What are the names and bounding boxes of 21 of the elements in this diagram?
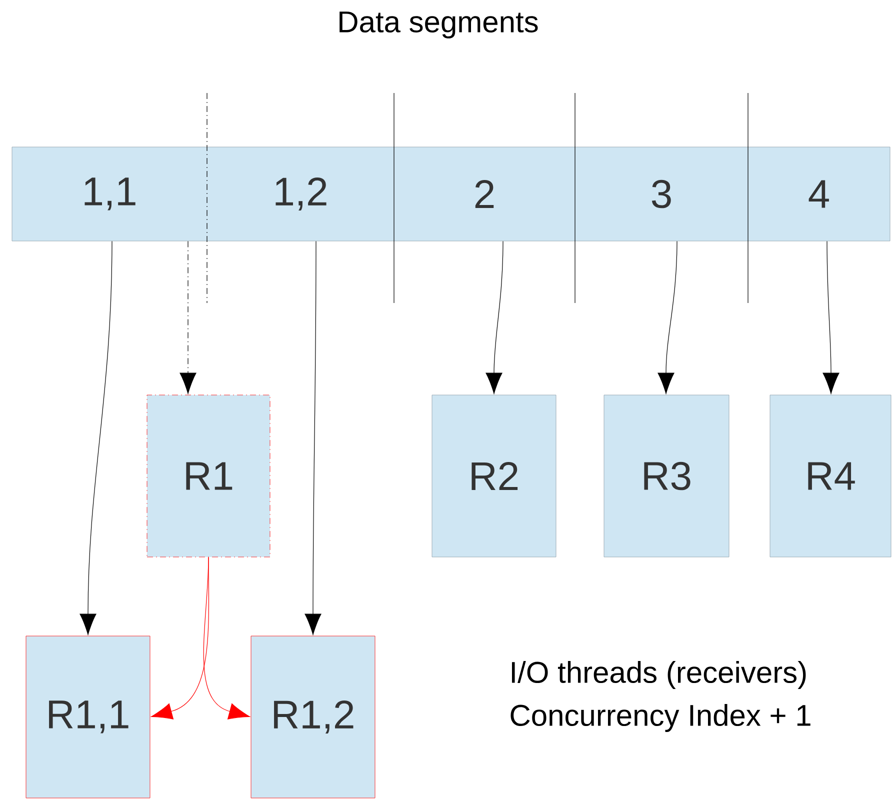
segment-label: 1,2 [276, 177, 326, 211]
note: Concurrency Index + 1 [510, 704, 810, 732]
receiver-box: R1,1 [26, 636, 150, 798]
receiver-box: R1,2 [250, 636, 376, 798]
segment-label: 2 [475, 180, 494, 208]
arrow [203, 556, 250, 720]
arrow [658, 240, 678, 394]
arrow [180, 240, 196, 394]
arrow [822, 240, 840, 394]
receiver-box: R4 [770, 394, 892, 558]
arrow [80, 240, 112, 635]
receiver-box: R3 [604, 394, 730, 558]
segment-label: 3 [652, 180, 671, 208]
segment-label: 1,1 [84, 178, 136, 210]
note: I/O threads (receivers) [512, 661, 806, 689]
receiver-box: R1 [146, 394, 270, 558]
arrow [486, 240, 504, 394]
title: Data segments [340, 12, 538, 38]
receiver-box: R2 [432, 394, 556, 558]
segment-label: 4 [808, 180, 829, 208]
arrow [304, 240, 322, 635]
